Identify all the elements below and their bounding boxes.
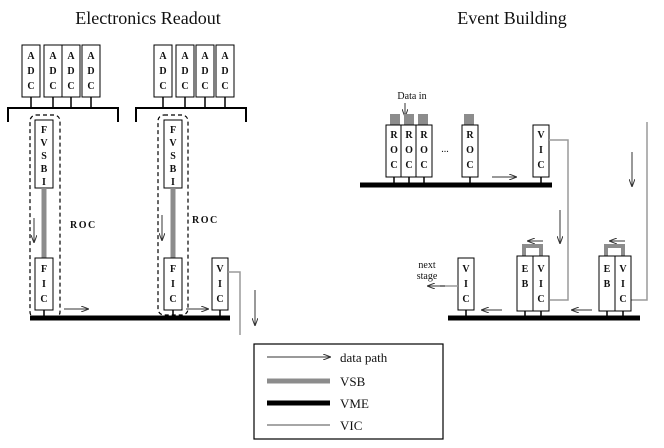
adc-letter: D [221, 66, 228, 77]
vic-cable-left [228, 271, 241, 335]
eb-letter: E [522, 264, 529, 275]
legend-label-vsb: VSB [340, 374, 366, 389]
adc-letter: D [201, 66, 208, 77]
fic-letter: F [170, 264, 176, 275]
eb-letter: B [522, 279, 529, 290]
roc-letter: C [420, 160, 427, 171]
legend: data path VSB VME VIC [253, 343, 444, 440]
roc-letter: C [466, 160, 473, 171]
eb-letter: B [604, 279, 611, 290]
adc-letter: C [87, 81, 94, 92]
adc-letter: D [87, 66, 94, 77]
vic-letter: C [216, 294, 223, 305]
vic-letter: I [464, 279, 468, 290]
adc-letter: C [221, 81, 228, 92]
fic-letter: C [40, 294, 47, 305]
roc-letter: R [390, 130, 398, 141]
adc-letter: A [27, 51, 35, 62]
fic-letter: F [41, 264, 47, 275]
adc-letter: C [67, 81, 74, 92]
adc-letter: A [159, 51, 167, 62]
fvsbi-letter: I [42, 177, 46, 188]
adc-letter: A [201, 51, 209, 62]
fvsbi-letter: B [41, 164, 48, 175]
fvsbi-letter: B [170, 164, 177, 175]
ellipsis: ... [441, 144, 449, 155]
adc-letter: C [49, 81, 56, 92]
roc-letter: C [405, 160, 412, 171]
legend-box [253, 343, 444, 440]
adc-bus-2 [135, 107, 247, 122]
left-crate-1: A D C A D C A D C A D C [7, 44, 119, 319]
eb-letter: E [604, 264, 611, 275]
vic-letter: I [539, 279, 543, 290]
roc-letter: O [466, 145, 474, 156]
vic-letter: C [462, 294, 469, 305]
adc-letter: A [49, 51, 57, 62]
roc-letter: O [390, 145, 398, 156]
roc-letter: C [390, 160, 397, 171]
vic-letter: V [619, 264, 627, 275]
next-label: next [418, 260, 435, 271]
adc-letter: A [87, 51, 95, 62]
vic-letter: V [537, 130, 545, 141]
adc-letter: D [159, 66, 166, 77]
fic-letter: I [171, 279, 175, 290]
adc-letter: C [201, 81, 208, 92]
vic-letter: V [537, 264, 545, 275]
roc-label-1: ROC [70, 220, 97, 231]
title-electronics-readout: Electronics Readout [75, 8, 220, 28]
stage-label: stage [417, 271, 438, 282]
vic-letter: C [619, 294, 626, 305]
adc-letter: C [181, 81, 188, 92]
vic-letter: V [462, 264, 470, 275]
roc-letter: R [466, 130, 474, 141]
adc-letter: C [27, 81, 34, 92]
event-building-bottom-crate: E B V I C E B V I C V I C next st [417, 241, 640, 321]
vic-letter: I [621, 279, 625, 290]
title-event-building: Event Building [457, 8, 567, 28]
adc-letter: C [159, 81, 166, 92]
data-in-label: Data in [397, 91, 426, 102]
vic-letter: I [218, 279, 222, 290]
fvsbi-letter: F [41, 125, 47, 136]
adc-letter: D [27, 66, 34, 77]
adc-group-2: A D C A D C A D C A D C [153, 44, 235, 108]
fic-letter: C [169, 294, 176, 305]
vic-letter: C [537, 294, 544, 305]
adc-group-1: A D C A D C A D C A D C [21, 44, 101, 108]
fvsbi-letter: V [169, 138, 177, 149]
left-crate-2: A D C A D C A D C A D C F V S [135, 44, 255, 335]
roc-letter: O [420, 145, 428, 156]
roc-letter: O [405, 145, 413, 156]
legend-label-vic: VIC [340, 418, 362, 433]
adc-letter: D [181, 66, 188, 77]
roc-letter: R [405, 130, 413, 141]
adc-letter: D [49, 66, 56, 77]
adc-bus-1 [7, 107, 119, 122]
event-building-top-crate: Data in R O C R O C R O C R O C ... [360, 91, 552, 188]
adc-letter: D [67, 66, 74, 77]
legend-label-data-path: data path [340, 350, 388, 365]
vic-letter: V [216, 264, 224, 275]
fvsbi-letter: V [40, 138, 48, 149]
fic-letter: I [42, 279, 46, 290]
roc-letter: R [420, 130, 428, 141]
legend-label-vme: VME [340, 396, 369, 411]
fvsbi-letter: F [170, 125, 176, 136]
vic-cable-right [630, 122, 648, 301]
fvsbi-letter: S [170, 151, 176, 162]
vic-cable-top [549, 139, 569, 301]
adc-letter: A [181, 51, 189, 62]
roc-label-2: ROC [192, 215, 219, 226]
vic-letter: C [537, 160, 544, 171]
adc-letter: A [221, 51, 229, 62]
fvsbi-letter: I [171, 177, 175, 188]
vic-letter: I [539, 145, 543, 156]
adc-letter: A [67, 51, 75, 62]
fvsbi-letter: S [41, 151, 47, 162]
roc-dashed-box-1 [29, 114, 61, 319]
